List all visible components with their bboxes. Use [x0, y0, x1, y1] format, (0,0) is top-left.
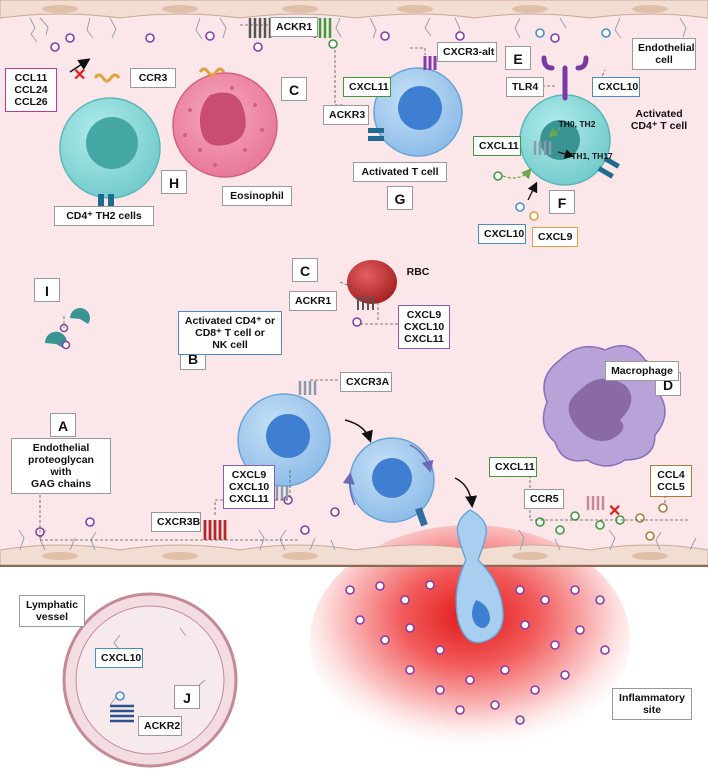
label-cxcr3-alt: CXCR3-alt — [437, 42, 497, 62]
label-lymphatic-vessel: Lymphatic vessel — [19, 595, 85, 627]
ccr3-receptor — [93, 73, 121, 83]
label-ackr3: ACKR3 — [323, 105, 369, 125]
label-inflammatory-site: Inflammatory site — [612, 688, 692, 720]
tcell-b-2 — [349, 437, 435, 527]
label-th0-th2: TH0, TH2 — [558, 119, 596, 129]
top-endothelium — [0, 0, 708, 19]
activated-t-cell-g — [368, 56, 463, 157]
label-cxcl9-f: CXCL9 — [532, 227, 578, 247]
eosinophil-cell — [172, 67, 278, 178]
extravasating-cell — [455, 509, 504, 644]
arrow-h — [69, 58, 91, 73]
label-cxcl10-j: CXCL10 — [95, 648, 143, 668]
label-ccr5: CCR5 — [524, 489, 564, 509]
panel-letter-j: J — [174, 685, 200, 709]
label-ackr1-mid: ACKR1 — [289, 291, 337, 311]
rolling-arrow — [409, 444, 434, 473]
migration-arrow-1 — [344, 419, 373, 443]
label-ackr2: ACKR2 — [138, 716, 182, 736]
panel-letter-i: I — [34, 278, 60, 302]
inflammatory-chemokines — [345, 580, 610, 725]
ackr1-endothelial-receptor — [248, 18, 272, 38]
label-tlr4: TLR4 — [506, 77, 544, 97]
gag-chains-top — [29, 17, 687, 43]
panel-letter-e: E — [505, 46, 531, 70]
panel-letter-f: F — [549, 190, 575, 214]
tcell-b-1 — [237, 381, 331, 500]
block-icon: ✕ — [73, 67, 86, 84]
label-activated-t-cell: Activated T cell — [353, 162, 447, 182]
cxcl11-ligand-f — [493, 171, 503, 181]
cxcl9-ligand-f — [529, 211, 539, 221]
cxcr3b-receptor — [203, 520, 227, 540]
tlr4-receptor — [541, 55, 589, 101]
label-cxcl-trio-a: CXCL9 CXCL10 CXCL11 — [223, 465, 275, 509]
label-cxcl11-d: CXCL11 — [489, 457, 537, 477]
cxcl10-ligand-f — [515, 202, 525, 212]
gag-chains-bottom — [18, 529, 697, 551]
label-cxcl-trio-rbc: CXCL9 CXCL10 CXCL11 — [398, 305, 450, 349]
panel-letter-c-top: C — [281, 77, 307, 101]
panel-letter-g: G — [387, 186, 413, 210]
label-cxcl11-f: CXCL11 — [473, 136, 521, 156]
migration-arrow-2 — [454, 477, 478, 508]
label-proteoglycan: Endothelial proteoglycan with GAG chains — [11, 438, 111, 494]
panel-letter-a: A — [50, 413, 76, 437]
label-ccl-list: CCL11 CCL24 CCL26 — [5, 68, 57, 112]
label-eosinophil: Eosinophil — [222, 186, 292, 206]
label-cxcl11-top: CXCL11 — [343, 77, 391, 97]
lymphatic-vessel-shape — [62, 592, 238, 768]
label-endothelial-cell: Endothelial cell — [632, 38, 696, 70]
label-th2-cells: CD4⁺ TH2 cells — [54, 206, 154, 226]
th2-cell — [59, 73, 161, 212]
label-th1-th17: TH1, TH17 — [571, 151, 613, 161]
label-cxcl10-top: CXCL10 — [592, 77, 640, 97]
label-activated-cd4-cd8: Activated CD4⁺ or CD8⁺ T cell or NK cell — [178, 311, 282, 355]
label-macrophage: Macrophage — [605, 361, 679, 381]
label-activated-cd4: Activated CD4⁺ T cell — [630, 108, 688, 132]
panel-letter-c-mid: C — [292, 258, 318, 282]
label-cxcr3b: CXCR3B — [151, 512, 201, 532]
label-cxcl10-f: CXCL10 — [478, 224, 526, 244]
panel-letter-h: H — [161, 170, 187, 194]
label-cxcr3a: CXCR3A — [340, 372, 392, 392]
label-ackr1-top: ACKR1 — [270, 17, 318, 37]
bottom-endothelium — [0, 544, 708, 567]
rbc-cell — [347, 260, 397, 327]
rolling-arrow-2 — [342, 472, 356, 506]
label-ccl4-ccl5: CCL4 CCL5 — [650, 465, 692, 497]
label-rbc: RBC — [406, 266, 430, 278]
label-ccr3: CCR3 — [130, 68, 176, 88]
